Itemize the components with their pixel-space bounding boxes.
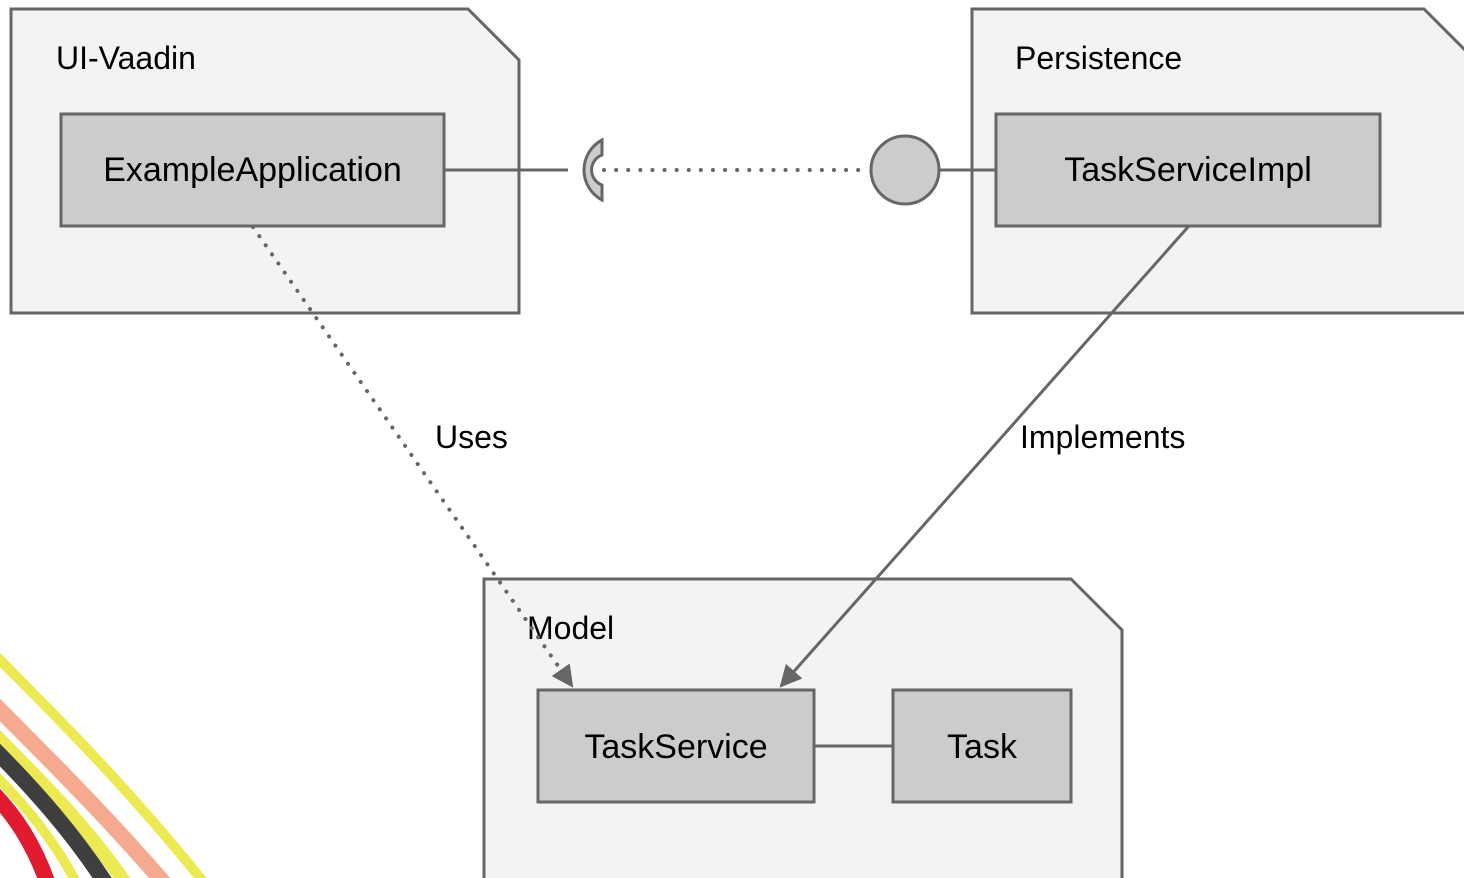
uses-relation: Uses [251, 225, 574, 688]
component-label: ExampleApplication [103, 151, 402, 189]
component-task[interactable]: Task [891, 688, 1073, 804]
relation-label-implements: Implements [1020, 419, 1185, 455]
component-label: TaskServiceImpl [1064, 151, 1312, 189]
required-interface-connector [444, 137, 604, 203]
provided-interface-connector [869, 134, 996, 206]
lollipop-icon [869, 134, 941, 206]
component-label: TaskService [584, 728, 767, 766]
socket-icon [582, 137, 604, 203]
relation-label-uses: Uses [435, 419, 508, 455]
package-title: Persistence [1015, 40, 1182, 76]
component-task-service-impl[interactable]: TaskServiceImpl [994, 112, 1382, 228]
package-title: Model [527, 610, 614, 646]
decorative-swoosh [0, 652, 207, 878]
component-label: Task [947, 728, 1018, 766]
implements-relation: Implements [779, 226, 1190, 688]
package-title: UI-Vaadin [56, 40, 196, 76]
component-example-application[interactable]: ExampleApplication [59, 112, 446, 228]
component-task-service[interactable]: TaskService [536, 688, 816, 804]
